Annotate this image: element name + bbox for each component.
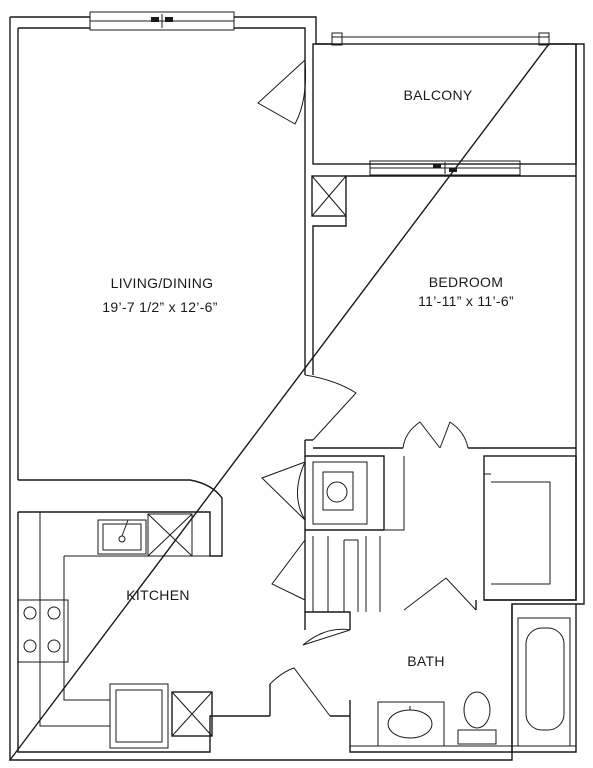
living-dining-label: LIVING/DINING (111, 275, 214, 291)
balcony (257, 32, 577, 176)
balcony-label: BALCONY (403, 87, 472, 103)
closet (483, 455, 577, 601)
kitchen (17, 512, 213, 749)
bedroom-walls (304, 175, 576, 449)
bedroom-label: BEDROOM (429, 274, 503, 290)
bath-label: BATH (407, 653, 445, 669)
hvac-closet (311, 175, 347, 217)
bath (269, 604, 577, 753)
living-dining-dims: 19’-7 1/2” x 12’-6” (102, 299, 217, 315)
living-window (89, 11, 235, 31)
exterior-walls (8, 16, 585, 761)
kitchen-label: KITCHEN (126, 587, 190, 603)
hallway (261, 440, 477, 630)
bedroom-dims: 11’-11” x 11’-6” (418, 293, 514, 309)
